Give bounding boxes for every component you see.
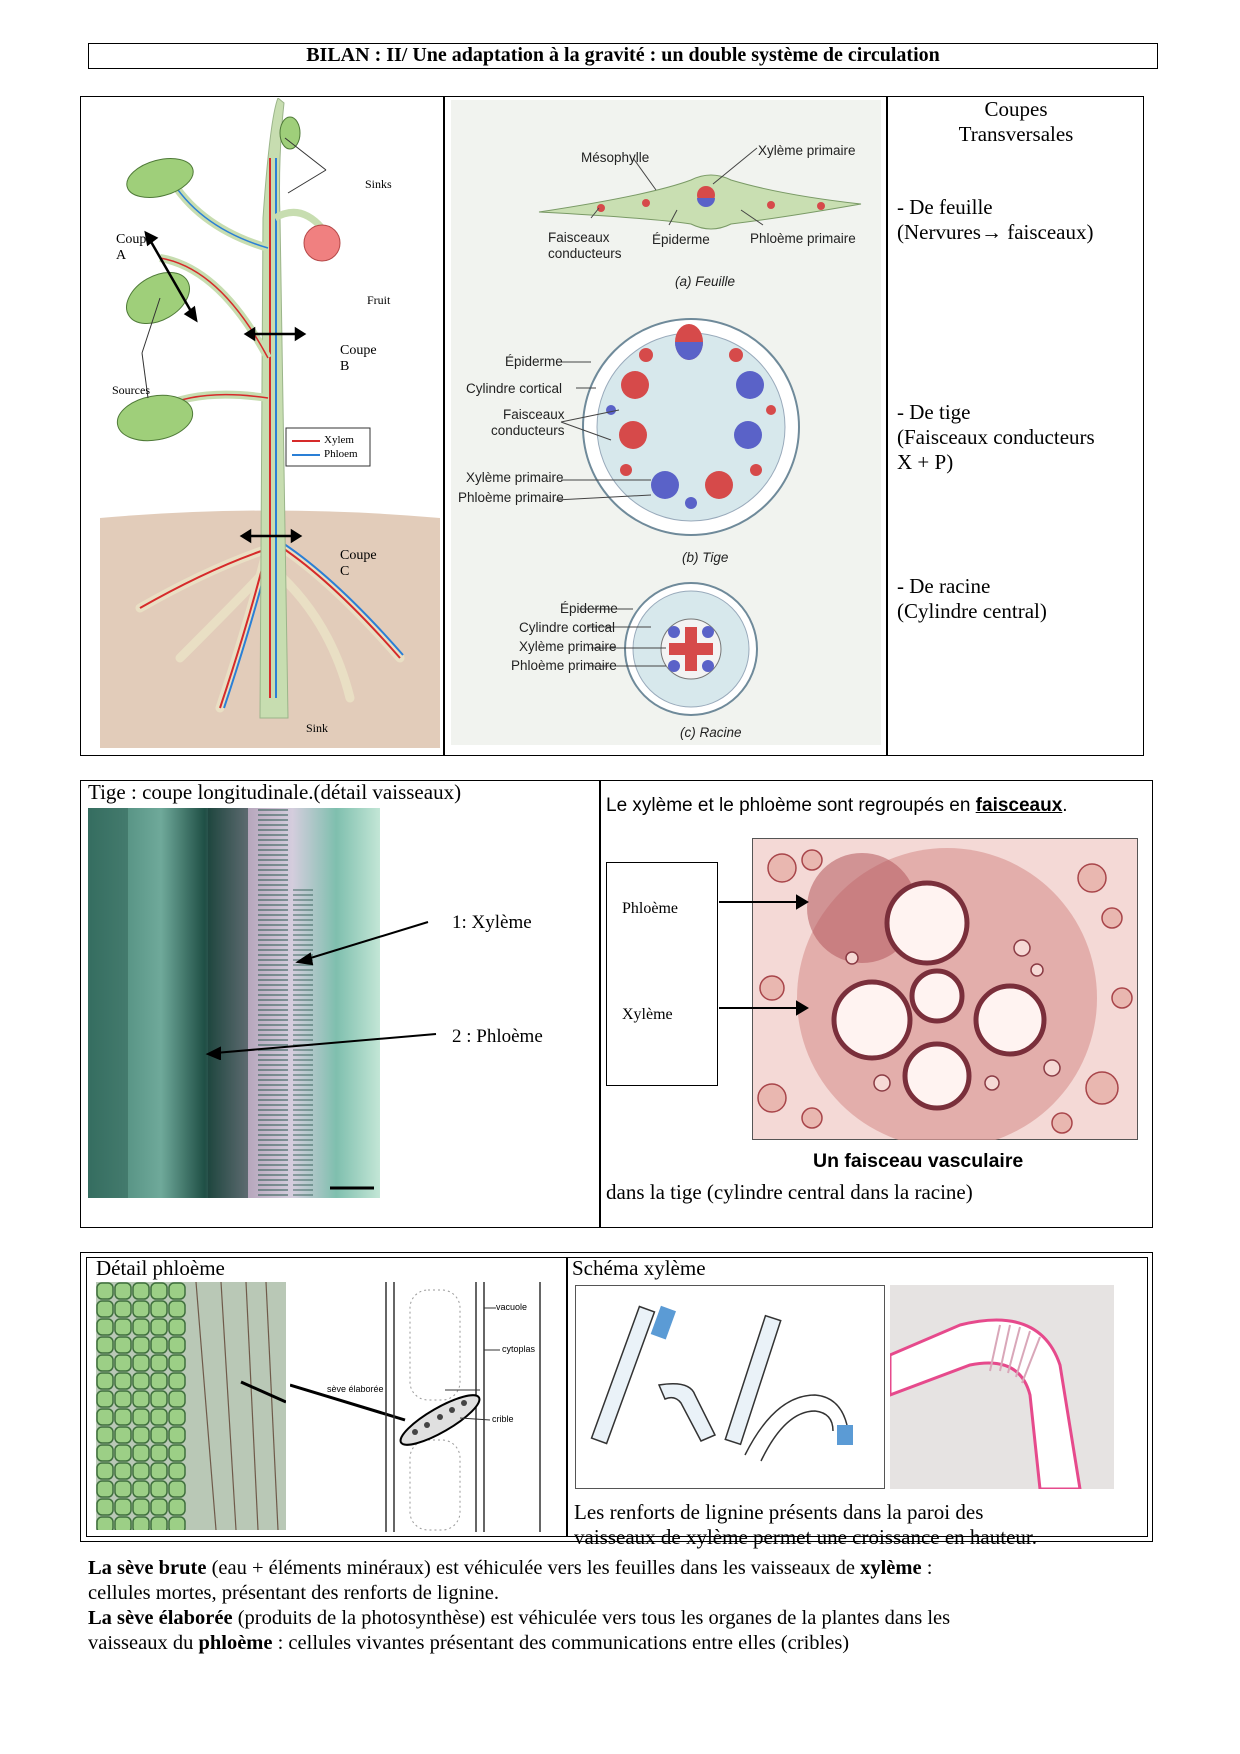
leaf-epiderme: Épiderme xyxy=(652,232,710,247)
summary-line-3: La sève élaborée (produits de la photosy… xyxy=(88,1607,951,1629)
cross-sections-svg xyxy=(538,147,862,716)
label-seve: sève élaborée xyxy=(327,1384,384,1394)
root-xyleme: Xylème primaire xyxy=(519,639,617,654)
label-phloeme: 2 : Phloème xyxy=(452,1026,543,1047)
legend-xylem: Xylem xyxy=(324,434,354,446)
root-epiderme: Épiderme xyxy=(560,601,618,616)
leaf-phloeme: Phloème primaire xyxy=(750,231,856,246)
label-cytoplasme: cytoplas xyxy=(502,1344,536,1354)
vascular-bundle-micrograph xyxy=(752,838,1138,1140)
stem-caption: (b) Tige xyxy=(682,550,729,565)
label-xyleme: 1: Xylème xyxy=(452,912,532,933)
stem-cylindre: Cylindre cortical xyxy=(466,381,563,396)
label-crible: crible xyxy=(492,1414,514,1424)
plant-diagram xyxy=(100,98,440,748)
divider xyxy=(599,780,601,1228)
summary-line-1: La sève brute (eau + éléments minéraux) … xyxy=(88,1557,933,1579)
xylem-schema xyxy=(575,1285,885,1489)
phloem-micrograph xyxy=(96,1282,286,1530)
labels-box xyxy=(606,862,718,1086)
section3-inner-frame xyxy=(86,1257,1148,1537)
leaf-note: - De feuille(Nervures→ faisceaux) xyxy=(897,195,1094,244)
leaf-mesophylle: Mésophylle xyxy=(581,150,650,165)
section2-frame xyxy=(80,780,1153,1228)
summary-text: La sève brute (eau + éléments minéraux) … xyxy=(88,1556,1168,1656)
phloem-title: Détail phloème xyxy=(96,1256,225,1280)
summary-line-2: cellules mortes, présentant des renforts… xyxy=(88,1582,500,1604)
divider xyxy=(886,96,888,756)
label-vacuole: vacuole xyxy=(496,1302,528,1312)
root-phloeme: Phloème primaire xyxy=(511,658,617,673)
bundle-note: dans la tige (cylindre central dans la r… xyxy=(606,1180,973,1204)
sources-label: Sources xyxy=(112,383,150,397)
box-phloeme: Phloème xyxy=(622,900,678,917)
legend-phloem: Phloem xyxy=(324,448,358,460)
stem-epiderme: Épiderme xyxy=(505,354,563,369)
page-title: BILAN : II/ Une adaptation à la gravité … xyxy=(88,43,1158,69)
root-cylindre: Cylindre cortical xyxy=(519,620,616,635)
section1-frame xyxy=(80,96,1144,756)
longitudinal-title: Tige : coupe longitudinale.(détail vaiss… xyxy=(88,780,462,804)
xylem-caption: Les renforts de lignine présents dans la… xyxy=(574,1500,1037,1549)
divider xyxy=(566,1257,568,1537)
bundle-caption: Un faisceau vasculaire xyxy=(813,1150,1024,1172)
summary-line-4: vaisseaux du phloème : cellules vivantes… xyxy=(88,1632,850,1654)
straw-photo xyxy=(890,1285,1114,1489)
bundle-arrows xyxy=(719,894,809,1016)
section3-frame xyxy=(80,1252,1153,1542)
root-note: - De racine(Cylindre central) xyxy=(897,574,1047,623)
fruit-label: Fruit xyxy=(367,293,391,307)
root-caption: (c) Racine xyxy=(680,725,742,740)
sinks-label: Sinks xyxy=(365,177,392,191)
phloem-drawing xyxy=(290,1282,541,1532)
box-xyleme: Xylème xyxy=(622,1006,673,1023)
leaf-xyleme: Xylème primaire xyxy=(758,143,856,158)
divider xyxy=(443,96,445,756)
faisceaux-heading: Le xylème et le phloème sont regroupés e… xyxy=(606,795,1068,816)
longitudinal-micrograph xyxy=(88,808,380,1198)
xylem-title: Schéma xylème xyxy=(572,1256,706,1280)
sink-label: Sink xyxy=(306,721,329,735)
stem-phloeme: Phloème primaire xyxy=(458,490,564,505)
longitudinal-arrows xyxy=(205,921,437,1060)
leaf-caption: (a) Feuille xyxy=(675,274,736,289)
stem-xyleme: Xylème primaire xyxy=(466,470,564,485)
